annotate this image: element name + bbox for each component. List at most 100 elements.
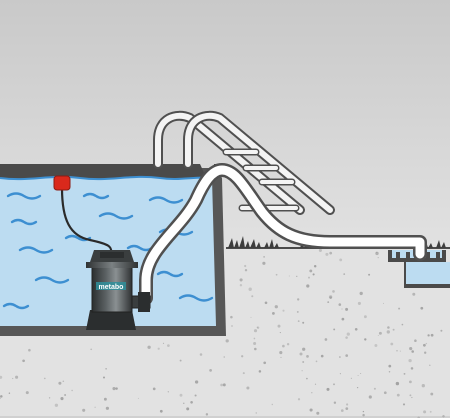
ground-speck: [152, 387, 156, 391]
ground-speck: [94, 406, 96, 408]
ground-speck: [427, 334, 430, 337]
ground-speck: [282, 344, 285, 348]
ground-speck: [223, 356, 225, 358]
ground-texture: [0, 248, 445, 418]
ground-speck: [306, 377, 308, 380]
ground-speck: [105, 367, 107, 370]
ground-speck: [402, 403, 406, 406]
ground-speck: [345, 336, 348, 339]
ground-speck: [414, 339, 417, 342]
ground-speck: [258, 370, 262, 373]
ground-speck: [306, 284, 310, 288]
ground-speck: [328, 295, 333, 299]
ground-speck: [157, 347, 160, 350]
ground-speck: [297, 320, 300, 322]
ground-speck: [309, 269, 313, 273]
ground-speck: [403, 372, 406, 375]
ground-speck: [357, 374, 359, 377]
ground-speck: [209, 369, 212, 372]
ground-speck: [339, 258, 343, 262]
ground-speck: [399, 350, 401, 352]
ground-speck: [333, 328, 336, 331]
ground-speck: [327, 301, 330, 303]
ground-speck: [346, 332, 350, 336]
discharge-hose: [139, 163, 427, 305]
ground-speck: [430, 392, 434, 396]
ground-speck: [345, 307, 349, 311]
ground-speck: [359, 291, 363, 296]
ground-speck: [386, 330, 390, 334]
ground-speck: [364, 338, 367, 341]
ground-speck: [254, 347, 257, 351]
ground-speck: [324, 338, 328, 341]
ground-speck: [103, 397, 107, 401]
ground-speck: [411, 350, 414, 353]
ground-speck: [308, 276, 310, 279]
ground-speck: [374, 344, 378, 347]
ground-speck: [15, 375, 19, 379]
ground-speck: [28, 348, 31, 352]
ground-speck: [339, 356, 341, 358]
ground-speck: [390, 342, 394, 346]
ground-speck: [377, 256, 379, 259]
ground-speck: [246, 386, 250, 390]
ground-speck: [262, 261, 266, 265]
ground-speck: [383, 302, 384, 304]
ground-speck: [105, 406, 110, 410]
ground-speck: [194, 380, 199, 384]
ground-speck: [250, 316, 252, 318]
ground-speck: [429, 364, 431, 366]
ground-speck: [147, 345, 151, 349]
ground-speck: [362, 410, 365, 413]
ground-speck: [253, 337, 256, 340]
ground-speck: [282, 309, 285, 312]
ground-speck: [388, 370, 391, 373]
ground-speck: [430, 333, 434, 337]
ground-speck: [375, 251, 379, 256]
ground-speck: [0, 397, 1, 400]
ground-speck: [71, 389, 73, 392]
ground-speck: [222, 383, 226, 387]
ground-speck: [205, 413, 209, 416]
ground-speck: [58, 381, 62, 385]
ground-speck: [318, 248, 322, 252]
ground-speck: [398, 307, 401, 310]
ground-speck: [301, 370, 303, 372]
ground-speck: [183, 402, 185, 404]
ground-speck: [421, 384, 425, 388]
ground-speck: [316, 411, 320, 415]
ground-speck: [343, 273, 346, 275]
ground-speck: [409, 380, 412, 384]
ground-speck: [179, 359, 182, 362]
ground-speck: [82, 408, 86, 412]
ground-speck: [256, 326, 260, 329]
ground-speck: [190, 401, 193, 404]
ground-speck: [424, 351, 427, 354]
ground-speck: [194, 394, 197, 397]
ground-speck: [280, 356, 282, 358]
ground-speck: [412, 292, 416, 296]
ground-speck: [333, 401, 337, 404]
ground-speck: [244, 264, 247, 268]
ground-speck: [296, 310, 299, 313]
ground-speck: [341, 308, 343, 310]
ground-speck: [429, 410, 432, 413]
ground-speck: [253, 329, 258, 333]
water-surface: [0, 175, 213, 181]
ground-speck: [43, 377, 46, 380]
ground-speck: [368, 395, 372, 399]
ground-speck: [423, 343, 426, 347]
ground-speck: [423, 410, 427, 414]
ground-speck: [346, 403, 349, 406]
ground-speck: [103, 376, 105, 379]
ground-speck: [272, 312, 275, 315]
ground-speck: [239, 278, 243, 282]
ground-speck: [248, 287, 252, 291]
ground-speck: [256, 326, 258, 328]
ground-speck: [159, 409, 163, 413]
ground-speck: [332, 290, 335, 293]
ground-speck: [411, 396, 413, 399]
ground-speck: [253, 342, 257, 345]
ground-speck: [339, 373, 341, 375]
ground-speck: [357, 301, 361, 305]
